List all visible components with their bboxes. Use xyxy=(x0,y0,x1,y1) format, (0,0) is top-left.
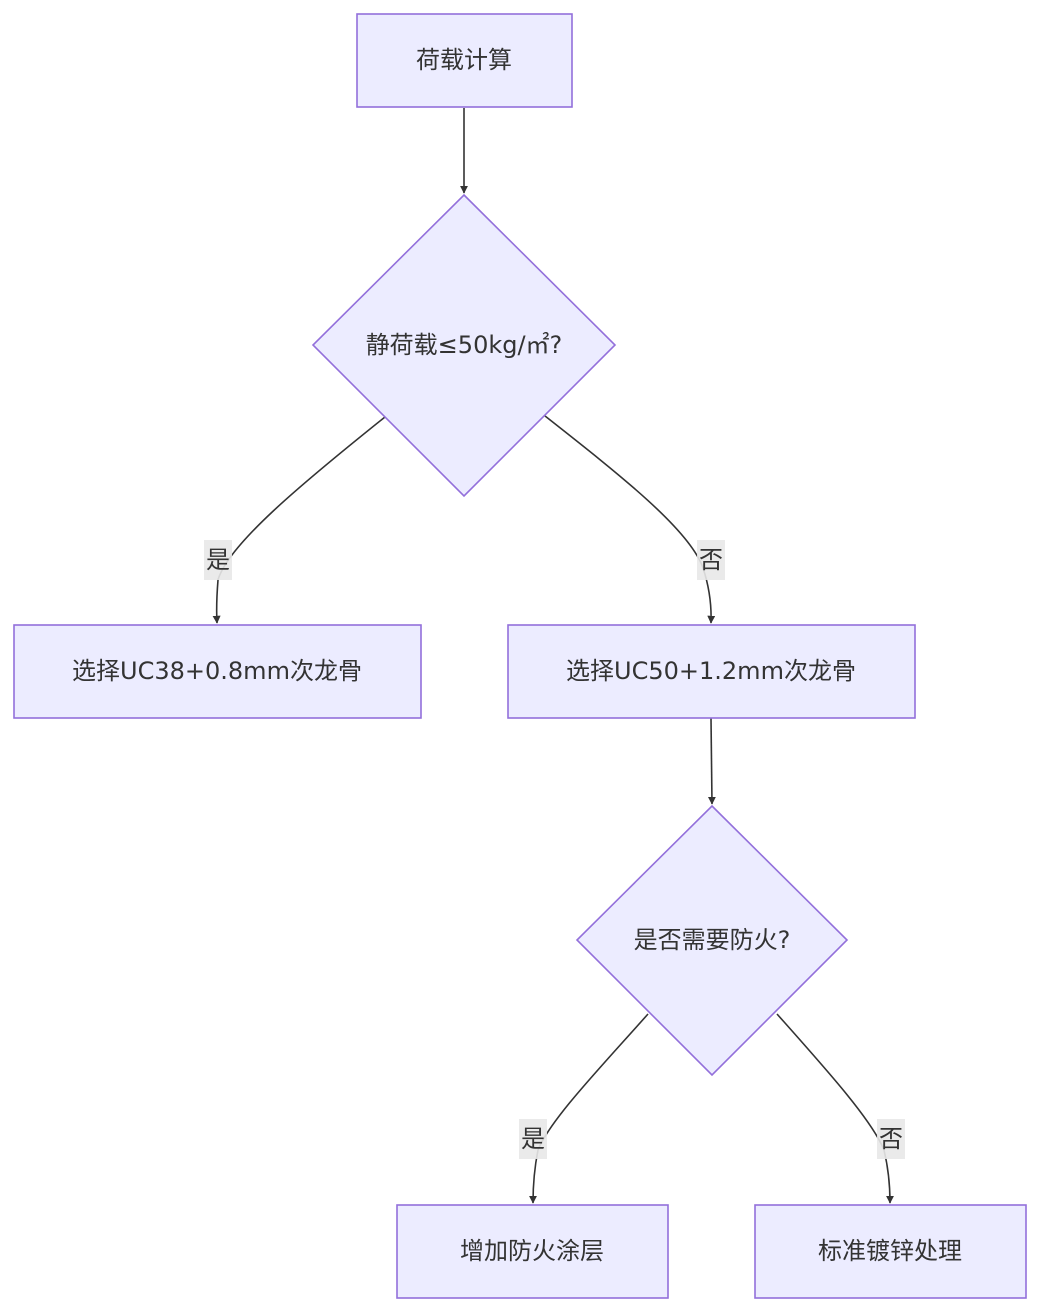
edge-label-load-yes: 是 xyxy=(204,540,232,580)
node-fireproof-check-label: 是否需要防火? xyxy=(634,926,791,954)
node-load-calc: 荷载计算 xyxy=(356,13,573,108)
node-select-uc38-label: 选择UC38+0.8mm次龙骨 xyxy=(72,657,362,685)
edge-fire-yes xyxy=(529,1013,649,1204)
node-load-calc-label: 荷载计算 xyxy=(416,46,512,74)
node-select-uc50-label: 选择UC50+1.2mm次龙骨 xyxy=(566,657,856,685)
edge-label-fire-yes: 是 xyxy=(519,1119,547,1159)
edge-check-no xyxy=(544,415,716,624)
edge-label-load-no-text: 否 xyxy=(699,546,723,574)
node-fireproof-check: 是否需要防火? xyxy=(575,804,849,1077)
node-select-uc38: 选择UC38+0.8mm次龙骨 xyxy=(13,624,422,719)
edge-label-fire-no-text: 否 xyxy=(879,1125,903,1153)
edge-label-fire-no: 否 xyxy=(877,1119,905,1159)
node-dead-load-check-label: 静荷载≤50kg/㎡? xyxy=(366,331,563,359)
edge-label-load-yes-text: 是 xyxy=(206,546,230,574)
edge-label-fire-yes-text: 是 xyxy=(521,1125,545,1153)
node-add-fire-coating-label: 增加防火涂层 xyxy=(460,1237,604,1265)
edge-check-yes xyxy=(212,416,386,624)
edge-label-load-no: 否 xyxy=(697,540,725,580)
node-add-fire-coating: 增加防火涂层 xyxy=(396,1204,669,1299)
edge-uc50-to-fire xyxy=(707,717,716,805)
node-dead-load-check: 静荷载≤50kg/㎡? xyxy=(311,193,617,498)
node-standard-galvanizing-label: 标准镀锌处理 xyxy=(818,1237,962,1265)
edge-fire-no xyxy=(776,1013,894,1204)
node-select-uc50: 选择UC50+1.2mm次龙骨 xyxy=(507,624,916,719)
node-standard-galvanizing: 标准镀锌处理 xyxy=(754,1204,1027,1299)
